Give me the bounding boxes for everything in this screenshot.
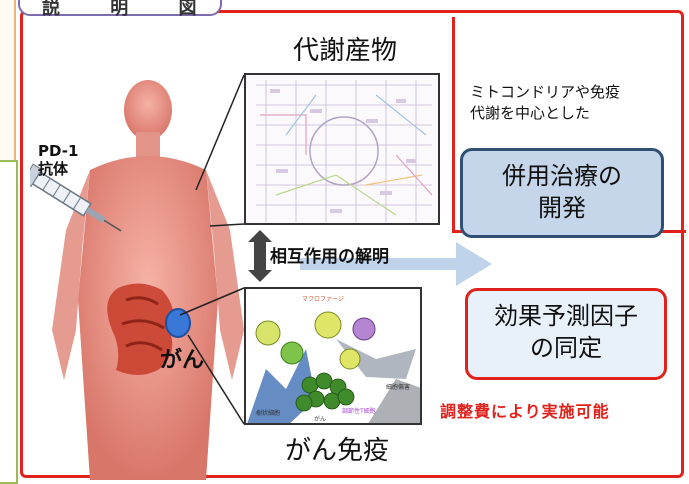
blue-arrow-shape — [300, 242, 492, 286]
immune-label-dendritic: 樹状細胞 — [256, 409, 280, 417]
page-title: 説 明 図 — [42, 0, 219, 19]
mito-line2: 代謝を中心とした — [470, 104, 591, 122]
interaction-label: 相互作用の解明 — [270, 247, 389, 267]
combo-line1: 併用治療の — [502, 162, 622, 190]
metabolic-pathway-graphic — [256, 80, 433, 222]
left-arm-shape — [52, 170, 90, 380]
connector-upper-a — [195, 74, 245, 191]
right-arm-shape — [206, 170, 244, 380]
combo-line2: 開発 — [538, 194, 586, 222]
pd1-antibody-label: PD-1 抗体 — [38, 142, 78, 178]
connector-lower-a — [179, 287, 245, 316]
antibody-line1: PD-1 — [38, 142, 79, 160]
predictive-factor-box: 効果予測因子 の同定 — [465, 288, 667, 380]
neck-shape — [136, 132, 160, 158]
intestine-shape — [107, 283, 174, 375]
immune-title: がん免疫 — [284, 436, 389, 466]
funding-note: 調整費により実施可能 — [440, 402, 610, 421]
cancer-immunity-illustration: マクロファージ がん 樹状細胞 調節性T細胞 細胞傷害 — [244, 287, 422, 425]
antibody-line2: 抗体 — [38, 160, 69, 178]
metabolite-title: 代謝産物 — [292, 36, 397, 66]
connector-upper-b — [209, 223, 245, 227]
immune-label-cancer: がん — [314, 415, 326, 423]
human-body-figure — [30, 80, 244, 480]
immune-label-cytotoxic: 細胞傷害 — [386, 383, 410, 391]
immune-cells-graphic: マクロファージ がん 樹状細胞 調節性T細胞 細胞傷害 — [247, 296, 420, 423]
syringe-icon — [30, 163, 122, 232]
head-shape — [124, 80, 172, 140]
mitochondria-description: ミトコンドリアや免疫 代謝を中心とした — [470, 82, 680, 124]
immune-label-regulatory: 調節性T細胞 — [342, 407, 376, 415]
immune-label-macrophage: マクロファージ — [302, 296, 344, 303]
predict-line1: 効果予測因子 — [494, 302, 638, 330]
intestine-folds — [121, 296, 165, 352]
mito-line1: ミトコンドリアや免疫 — [470, 83, 621, 101]
predict-line2: の同定 — [530, 334, 602, 362]
tumor-icon — [165, 308, 191, 338]
connector-lower-b — [187, 334, 245, 425]
title-tab: 説 明 図 — [18, 0, 222, 19]
double-arrow-icon — [248, 230, 272, 282]
metabolic-map — [244, 73, 440, 225]
combination-therapy-box: 併用治療の 開発 — [460, 148, 664, 238]
cancer-label: がん — [160, 348, 205, 373]
main-red-frame — [20, 10, 684, 478]
